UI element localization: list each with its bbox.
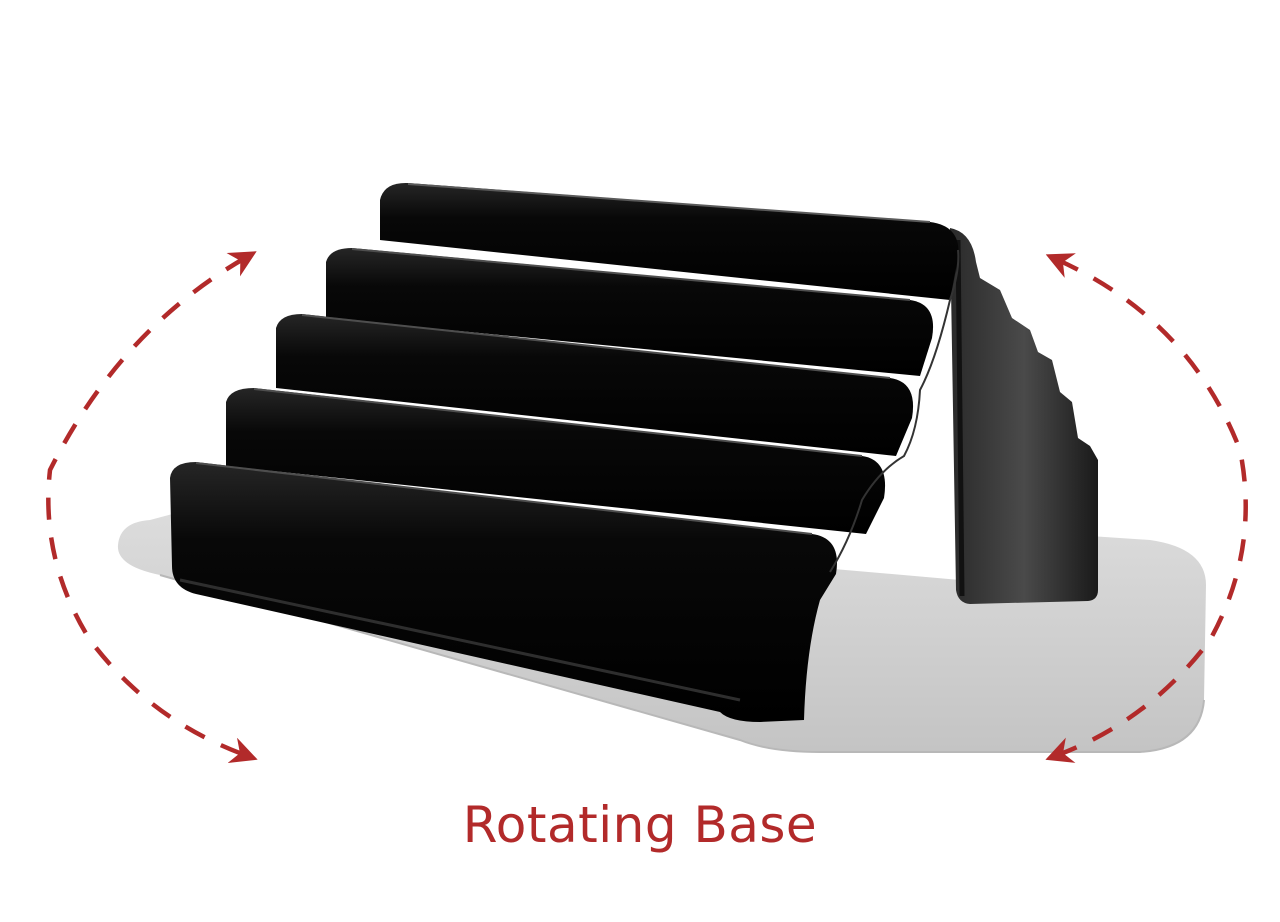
tier-3: [276, 314, 914, 456]
tier-4: [226, 388, 886, 534]
tier-2: [326, 248, 934, 376]
organizer-side-panel: [950, 228, 1098, 604]
organizer-tiers: [170, 182, 960, 722]
dashed-arc-arrow-right-icon: [1045, 253, 1248, 763]
tier-front: [170, 462, 837, 722]
dashed-arc-arrow-left-icon: [46, 251, 258, 763]
tier-back: [380, 182, 959, 300]
caption-rotating-base: Rotating Base: [462, 796, 818, 854]
